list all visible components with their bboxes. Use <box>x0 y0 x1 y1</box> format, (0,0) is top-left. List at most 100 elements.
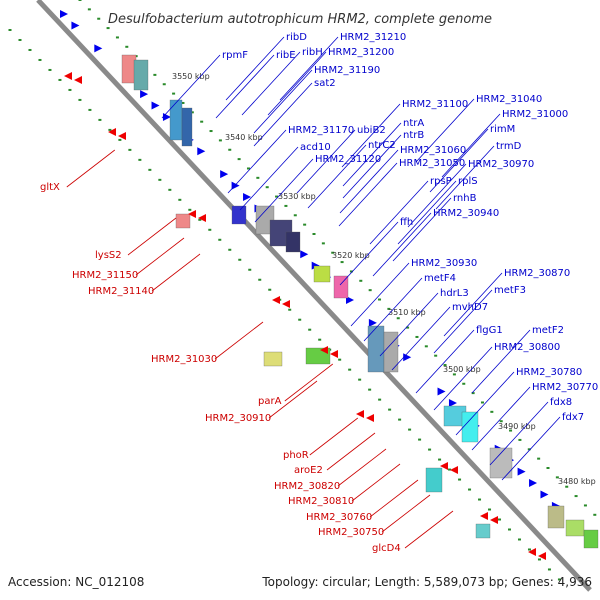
track-dot <box>537 458 540 460</box>
gene-label-plus: HRM2_30940 <box>433 208 499 219</box>
track-dot <box>369 289 372 291</box>
track-dot <box>238 259 241 261</box>
gene-arrow <box>438 388 446 396</box>
leader-line <box>254 70 312 133</box>
track-dot <box>163 83 166 85</box>
track-dot <box>256 177 259 179</box>
feature-block <box>548 506 564 528</box>
track-dot <box>153 74 156 76</box>
track-dot <box>268 289 271 291</box>
feature-block <box>334 276 348 298</box>
track-dot <box>128 149 131 151</box>
track-dot <box>518 538 521 540</box>
track-dot <box>308 329 311 331</box>
gene-label-minus: HRM2_30820 <box>274 481 340 492</box>
feature-block <box>176 214 190 228</box>
gene-label-plus: ntrA <box>403 118 424 129</box>
track-dot <box>200 121 203 123</box>
feature-block <box>566 520 584 536</box>
kbp-tick-label: 3500 kbp <box>443 365 481 374</box>
track-dot <box>548 568 551 570</box>
gene-label-plus: mvhD7 <box>452 302 488 313</box>
gene-arrow <box>71 21 79 29</box>
gene-label-plus: rimM <box>490 124 515 135</box>
gene-label-plus: sat2 <box>314 78 336 89</box>
track-dot <box>498 519 501 521</box>
track-dot <box>107 27 110 29</box>
track-dot <box>248 269 251 271</box>
gene-label-plus: HRM2_31000 <box>502 109 568 120</box>
track-dot <box>565 486 568 488</box>
gene-label-plus: HRM2_30770 <box>532 382 598 393</box>
gene-label-plus: fdx8 <box>550 397 572 408</box>
leader-line <box>67 150 115 187</box>
track-dot <box>318 339 321 341</box>
track-dot <box>298 319 301 321</box>
track-dot <box>488 509 491 511</box>
track-dot <box>575 495 578 497</box>
leader-line <box>339 163 397 226</box>
track-dot <box>28 49 31 51</box>
track-dot <box>68 89 71 91</box>
track-dot <box>97 18 100 20</box>
gene-label-plus: HRM2_31060 <box>400 145 466 156</box>
gene-label-plus: HRM2_30930 <box>411 258 477 269</box>
gene-arrow <box>366 414 374 422</box>
track-dot <box>48 69 51 71</box>
gene-labels: rpmFribDribEribHHRM2_31210HRM2_31200HRM2… <box>40 32 598 554</box>
feature-block <box>286 232 300 252</box>
feature-block <box>584 530 598 548</box>
gene-label-plus: HRM2_31050 <box>399 158 465 169</box>
track-dot <box>188 209 191 211</box>
feature-block <box>368 326 384 372</box>
gene-arrow <box>490 516 498 524</box>
track-dot <box>397 317 400 319</box>
gene-arrow <box>540 490 548 498</box>
gene-label-minus: HRM2_31030 <box>151 354 217 365</box>
leader-line <box>152 254 200 291</box>
gene-arrow <box>529 479 537 487</box>
gene-arrow <box>480 512 488 520</box>
track-dot <box>125 46 128 48</box>
gene-label-plus: HRM2_30780 <box>516 367 582 378</box>
leader-line <box>285 364 333 401</box>
gene-label-plus: metF2 <box>532 325 564 336</box>
track-dot <box>368 389 371 391</box>
track-dot <box>490 411 493 413</box>
track-dot <box>148 169 151 171</box>
leader-line <box>472 330 530 393</box>
track-dot <box>468 489 471 491</box>
track-dot <box>547 467 550 469</box>
gene-label-plus: HRM2_31200 <box>328 47 394 58</box>
track-dot <box>462 383 465 385</box>
gene-arrow <box>74 76 82 84</box>
kbp-tick-label: 3480 kbp <box>558 477 596 486</box>
leader-line <box>216 55 274 118</box>
track-dot <box>378 399 381 401</box>
gene-arrow <box>232 182 240 190</box>
track-dot <box>408 429 411 431</box>
gene-label-plus: ribH <box>302 47 323 58</box>
track-dot <box>38 59 41 61</box>
track-dot <box>425 345 428 347</box>
gene-arrow <box>330 350 338 358</box>
track-dot <box>218 239 221 241</box>
gene-label-plus: HRM2_30870 <box>504 268 570 279</box>
track-dot <box>415 336 418 338</box>
gene-arrow <box>163 113 171 121</box>
map-title: Desulfobacterium autotrophicum HRM2, com… <box>108 12 492 27</box>
track-dot <box>481 401 484 403</box>
track-dot <box>458 479 461 481</box>
gene-label-plus: ffh <box>400 217 413 228</box>
gene-label-plus: hdrL3 <box>440 288 469 299</box>
track-dot <box>338 359 341 361</box>
feature-block <box>232 206 246 224</box>
track-dot <box>288 309 291 311</box>
track-dot <box>219 139 222 141</box>
leader-line <box>380 293 438 356</box>
track-dot <box>593 514 596 516</box>
track-dot <box>116 36 119 38</box>
leader-line <box>490 402 548 465</box>
track-dot <box>228 249 231 251</box>
track-dot <box>348 369 351 371</box>
